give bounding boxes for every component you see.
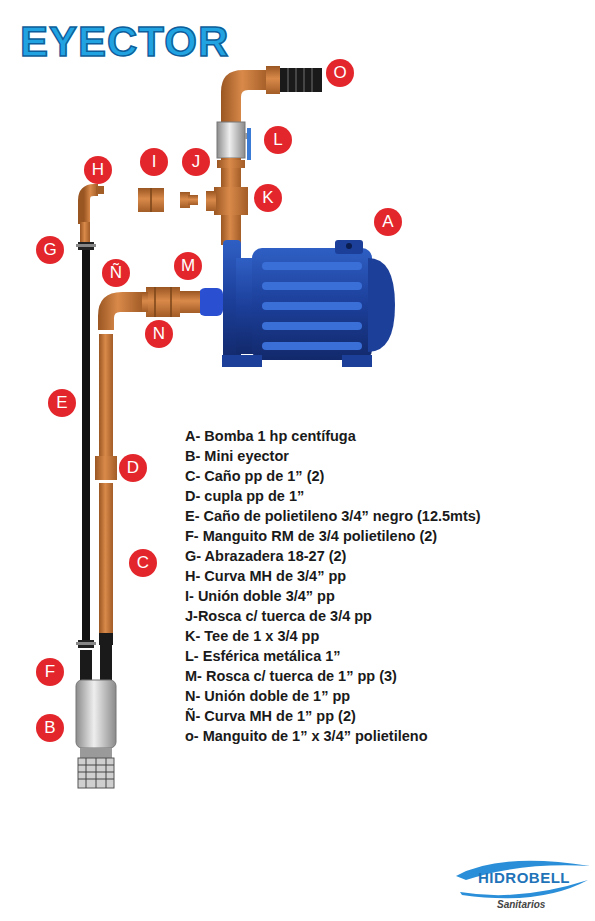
brand-tagline: Sanitarios bbox=[497, 899, 545, 910]
callout-letter: J bbox=[192, 152, 201, 171]
callout-circle: O bbox=[326, 59, 354, 87]
callout-letter: M bbox=[181, 256, 195, 275]
callout-letter: F bbox=[45, 662, 55, 681]
callout-circle: Ñ bbox=[102, 259, 130, 287]
part-list-item: K- Tee de 1 x 3/4 pp bbox=[185, 628, 319, 644]
callout-letter: C bbox=[137, 553, 149, 572]
callout-letter: G bbox=[43, 240, 56, 259]
callout-letter: O bbox=[333, 63, 346, 82]
part-list-item: A- Bomba 1 hp centífuga bbox=[185, 428, 356, 444]
callout-circle: G bbox=[36, 236, 64, 264]
callout-circle: E bbox=[48, 389, 76, 417]
part-list-item: H- Curva MH de 3/4” pp bbox=[185, 568, 346, 584]
callout-letter: B bbox=[44, 718, 55, 737]
callout-circle: A bbox=[374, 208, 402, 236]
callout-circle: M bbox=[174, 252, 202, 280]
callout-letter: A bbox=[382, 212, 393, 231]
callout-circle: J bbox=[182, 148, 210, 176]
callout-letter: L bbox=[273, 130, 282, 149]
part-list-item: M- Rosca c/ tuerca de 1” pp (3) bbox=[185, 668, 397, 684]
callout-circle: L bbox=[264, 126, 292, 154]
part-list-item: G- Abrazadera 18-27 (2) bbox=[185, 548, 346, 564]
part-list-item: Ñ- Curva MH de 1” pp (2) bbox=[185, 708, 356, 724]
diagram-title: EYECTOR bbox=[20, 18, 229, 66]
callout-letter: D bbox=[127, 458, 139, 477]
callout-letter: H bbox=[92, 160, 104, 179]
callout-letter: N bbox=[153, 324, 165, 343]
part-list-item: J-Rosca c/ tuerca de 3/4 pp bbox=[185, 608, 372, 624]
callout-circle: D bbox=[119, 454, 147, 482]
part-list-item: L- Esférica metálica 1” bbox=[185, 648, 341, 664]
part-list-item: D- cupla pp de 1” bbox=[185, 488, 304, 504]
part-list-item: o- Manguito de 1” x 3/4” polietileno bbox=[185, 728, 428, 744]
callout-circle: K bbox=[254, 184, 282, 212]
callout-letter: Ñ bbox=[110, 263, 122, 282]
part-list-item: F- Manguito RM de 3/4 polietileno (2) bbox=[185, 528, 437, 544]
callout-letter: I bbox=[152, 152, 157, 171]
callout-letter: K bbox=[262, 188, 273, 207]
part-list-item: I- Unión doble 3/4” pp bbox=[185, 588, 335, 604]
brand-logo: HIDROBELL bbox=[478, 869, 570, 886]
callout-circle: F bbox=[36, 658, 64, 686]
part-list-item: B- Mini eyector bbox=[185, 448, 289, 464]
callout-circle: B bbox=[36, 714, 64, 742]
part-list-item: E- Caño de polietileno 3/4” negro (12.5m… bbox=[185, 508, 481, 524]
callout-circle: N bbox=[145, 320, 173, 348]
callout-circle: H bbox=[84, 156, 112, 184]
part-list-item: C- Caño pp de 1” (2) bbox=[185, 468, 324, 484]
callout-letter: E bbox=[56, 393, 67, 412]
callout-circle: C bbox=[129, 549, 157, 577]
callout-circle: I bbox=[140, 148, 168, 176]
part-list-item: N- Unión doble de 1” pp bbox=[185, 688, 350, 704]
